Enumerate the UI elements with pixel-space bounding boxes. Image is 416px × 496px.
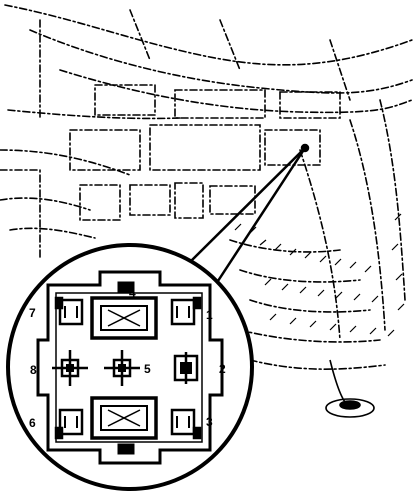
pin-label-2: 2 [219,362,226,376]
pin-label-1: 1 [206,308,213,322]
terminal-8 [52,350,88,386]
background-dashboard-artwork [0,4,413,370]
terminal-9 [90,396,158,455]
callout-leader [189,143,310,285]
background-hatching [234,213,405,337]
relay-connector-outline [36,270,224,465]
pin-label-6: 6 [29,416,36,430]
pin-label-8: 8 [30,363,37,377]
pin-label-9: 9 [128,441,135,455]
terminal-5 [104,350,140,386]
terminal-7 [54,296,84,326]
terminal-2 [173,352,199,384]
pin-label-4: 4 [129,286,136,300]
terminal-6 [54,408,84,440]
pin-label-3: 3 [206,415,213,429]
pedal-shape [325,359,375,418]
pin-label-5: 5 [144,362,151,376]
terminal-1 [170,296,202,326]
pin-label-7: 7 [29,306,36,320]
terminal-4 [90,281,158,340]
terminal-3 [170,408,202,440]
